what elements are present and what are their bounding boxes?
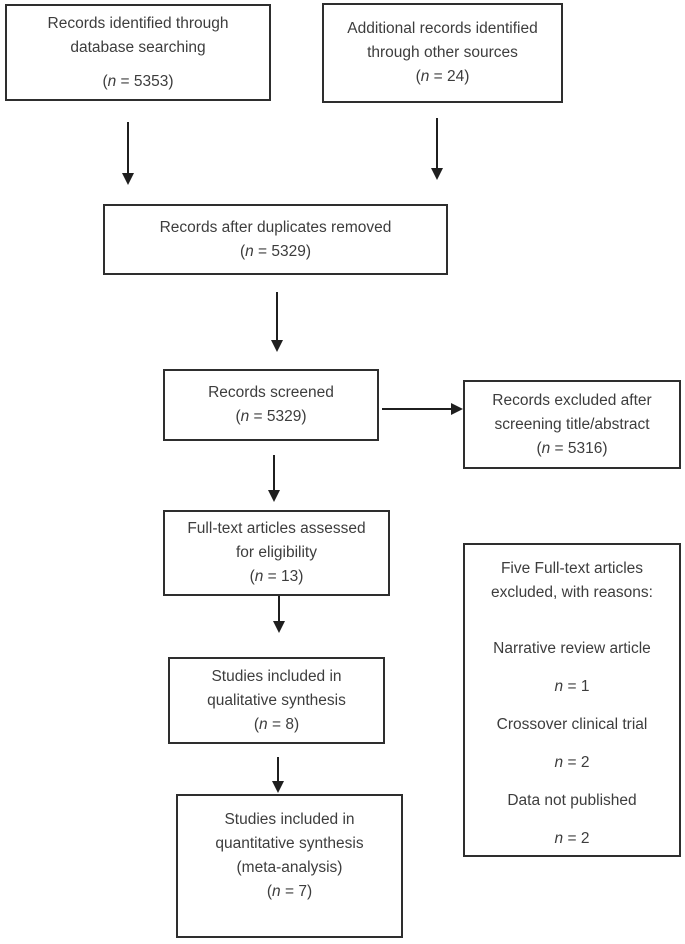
box-records-screened: Records screened (n = 5329) — [163, 369, 379, 441]
box-line: Records identified through — [47, 14, 229, 32]
count-label: (n = 13) — [249, 568, 304, 585]
box-line: qualitative synthesis — [207, 691, 346, 709]
arrow-line — [127, 122, 129, 173]
box-line: Records excluded after — [492, 391, 652, 409]
arrow-line — [276, 292, 278, 340]
arrow-line — [382, 408, 451, 410]
exclusion-reason-list: Narrative review article n = 1 Crossover… — [493, 637, 651, 851]
exclusion-reason-label: Data not published — [507, 792, 637, 809]
count-label: (n = 8) — [253, 715, 300, 733]
box-line: for eligibility — [236, 544, 317, 561]
exclusion-reason-count: n = 1 — [554, 678, 590, 695]
box-line: (meta-analysis) — [236, 859, 343, 876]
box-qualitative-synthesis: Studies included in qualitative synthesi… — [168, 657, 385, 744]
arrow-line — [277, 757, 279, 781]
arrow-additional-to-deduplicated — [431, 118, 443, 180]
arrow-head-down-icon — [271, 340, 283, 352]
box-line: Studies included in — [224, 811, 355, 828]
count-label: (n = 7) — [266, 883, 313, 900]
arrow-screened-to-fulltext — [268, 455, 280, 502]
box-line: Records screened — [208, 384, 334, 401]
exclusion-reason-count: n = 2 — [554, 830, 590, 847]
arrow-head-down-icon — [272, 781, 284, 793]
count-label: (n = 5316) — [536, 439, 608, 457]
count-label: (n = 24) — [415, 68, 470, 85]
arrow-screened-to-excluded — [382, 403, 463, 415]
arrow-line — [436, 118, 438, 168]
box-line: quantitative synthesis — [215, 835, 364, 852]
box-fulltext-excluded-reasons: Five Full-text articles excluded, with r… — [463, 543, 681, 857]
box-line: Records after duplicates removed — [159, 218, 392, 236]
box-line: excluded, with reasons: — [491, 584, 653, 601]
box-line: Full-text articles assessed — [187, 520, 366, 537]
exclusion-reason-count: n = 2 — [554, 754, 590, 771]
exclusion-reason-label: Narrative review article — [493, 640, 651, 657]
count-label: (n = 5329) — [235, 408, 307, 425]
arrow-head-down-icon — [122, 173, 134, 185]
box-line: Additional records identified — [347, 20, 538, 37]
arrow-identified-to-deduplicated — [122, 122, 134, 185]
box-line: Studies included in — [211, 667, 342, 685]
box-line: database searching — [70, 38, 206, 56]
exclusion-reason-label: Crossover clinical trial — [496, 716, 648, 733]
arrow-head-down-icon — [431, 168, 443, 180]
arrow-head-down-icon — [273, 621, 285, 633]
box-line: through other sources — [367, 44, 518, 61]
box-after-duplicates-removed: Records after duplicates removed (n = 53… — [103, 204, 448, 275]
arrow-line — [278, 596, 280, 621]
arrow-qualitative-to-quantitative — [272, 757, 284, 793]
count-label: (n = 5329) — [239, 242, 312, 260]
arrow-deduplicated-to-screened — [271, 292, 283, 352]
box-records-identified: Records identified through database sear… — [5, 4, 271, 101]
box-line: Five Full-text articles — [500, 560, 644, 577]
arrow-head-right-icon — [451, 403, 463, 415]
box-quantitative-synthesis: Studies included in quantitative synthes… — [176, 794, 403, 938]
box-records-excluded-screening: Records excluded after screening title/a… — [463, 380, 681, 469]
arrow-head-down-icon — [268, 490, 280, 502]
count-label: (n = 5353) — [102, 72, 174, 90]
arrow-line — [273, 455, 275, 490]
arrow-fulltext-to-qualitative — [273, 596, 285, 633]
box-additional-records: Additional records identified through ot… — [322, 3, 563, 103]
box-fulltext-assessed: Full-text articles assessed for eligibil… — [163, 510, 390, 596]
box-line: screening title/abstract — [494, 415, 650, 433]
